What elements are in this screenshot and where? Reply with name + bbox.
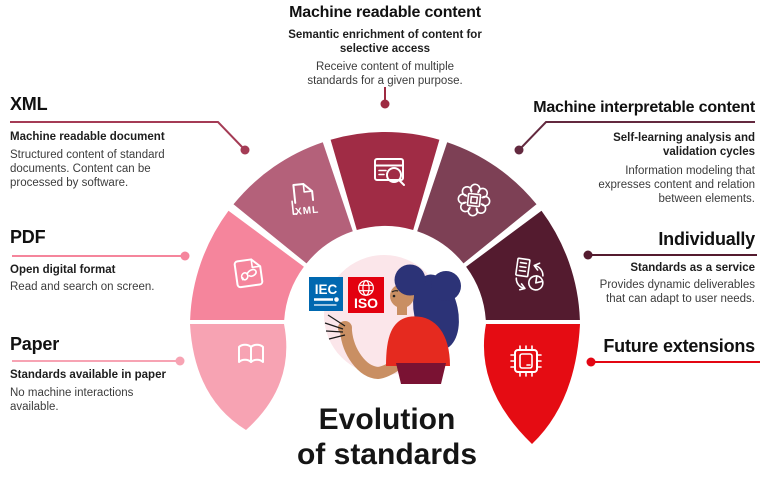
machine-readable-title: Machine readable content bbox=[289, 4, 481, 21]
callout-connectors bbox=[10, 87, 760, 363]
red-top bbox=[386, 316, 450, 366]
open-book-icon bbox=[238, 343, 264, 363]
individually-body: Provides dynamic deliverables that can a… bbox=[599, 279, 755, 305]
individually-title: Individually bbox=[658, 229, 755, 249]
skirt bbox=[396, 363, 446, 384]
pdf-connector-dot bbox=[180, 251, 190, 261]
xml-connector-dot bbox=[240, 145, 250, 155]
xml-document-icon: XML bbox=[291, 182, 320, 218]
segment-future-extensions bbox=[483, 324, 580, 444]
xml-icon-text: XML bbox=[295, 204, 320, 217]
machine-interpretable-subtitle: Self-learning analysis and validation cy… bbox=[613, 132, 755, 158]
individually-connector-dot bbox=[583, 250, 593, 260]
paper-subtitle: Standards available in paper bbox=[10, 369, 166, 381]
xml-subtitle: Machine readable document bbox=[10, 131, 165, 143]
machine-interpretable-connector-dot bbox=[514, 145, 524, 155]
iso-globe-icon bbox=[358, 280, 374, 296]
future-connector-dot bbox=[586, 357, 596, 367]
woman-illustration bbox=[324, 264, 461, 384]
segment-pdf bbox=[190, 210, 304, 320]
fingers bbox=[324, 314, 346, 340]
iec-logo: IEC bbox=[309, 277, 343, 311]
segment-xml bbox=[233, 142, 353, 264]
main-title-line1: Evolution bbox=[318, 403, 456, 436]
segment-individually bbox=[466, 210, 580, 320]
pdf-title: PDF bbox=[10, 227, 46, 247]
paper-title: Paper bbox=[10, 334, 60, 354]
individually-subtitle: Standards as a service bbox=[630, 262, 755, 274]
iso-logo: ISO bbox=[348, 277, 384, 313]
document-sync-pie-icon bbox=[515, 257, 544, 291]
gear-chip-icon bbox=[457, 183, 491, 217]
machine-readable-connector-dot bbox=[380, 99, 390, 109]
iso-logo-text: ISO bbox=[354, 295, 378, 311]
main-title-line2: of standards bbox=[296, 438, 478, 471]
machine-readable-subtitle: Semantic enrichment of content for selec… bbox=[288, 29, 482, 55]
future-extensions-title: Future extensions bbox=[603, 336, 755, 356]
browser-search-icon bbox=[374, 158, 405, 186]
paper-connector-dot bbox=[175, 356, 185, 366]
hair bbox=[394, 264, 426, 296]
xml-connector-line bbox=[10, 121, 245, 150]
pdf-subtitle: Open digital format bbox=[10, 264, 116, 276]
xml-title: XML bbox=[10, 94, 48, 114]
pdf-body: Read and search on screen. bbox=[10, 281, 155, 293]
machine-interpretable-title: Machine interpretable content bbox=[533, 99, 755, 116]
paper-body: No machine interactions available. bbox=[10, 387, 134, 413]
eye bbox=[392, 294, 396, 298]
machine-interpretable-body: Information modeling that expresses cont… bbox=[598, 165, 755, 205]
microchip-icon bbox=[510, 345, 542, 377]
machine-readable-body: Receive content of multiple standards fo… bbox=[307, 61, 463, 87]
main-title: Evolution of standards bbox=[237, 402, 537, 472]
xml-body: Structured content of standard documents… bbox=[10, 149, 165, 189]
pdf-document-icon bbox=[233, 258, 264, 289]
machine-interpretable-connector-line bbox=[519, 121, 755, 150]
iec-logo-text: IEC bbox=[315, 282, 338, 297]
